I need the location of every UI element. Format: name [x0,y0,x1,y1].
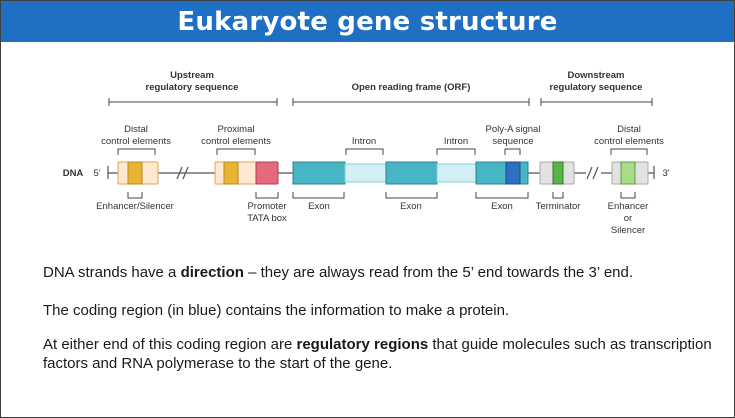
five-prime-label: 5' [93,168,100,179]
distal-left-label-2: control elements [101,136,171,147]
enhancer-silencer-label: Enhancer/Silencer [96,201,174,212]
intron-label-2: Intron [444,136,468,147]
lower-brackets [127,192,636,199]
polya-label-1: Poly-A signal [486,124,541,135]
paragraph-direction: DNA strands have a direction – they are … [43,264,634,281]
open-reading-frame [292,161,529,185]
enhancer-right-label-3: Silencer [611,225,645,236]
intron-label-1: Intron [352,136,376,147]
orf-label: Open reading frame (ORF) [352,82,471,93]
enhancer-right-label-1: Enhancer [608,201,649,212]
three-prime-label: 3' [662,168,669,179]
exon-label-2: Exon [400,201,422,212]
proximal-element-group [214,161,279,185]
paragraph-regulatory: At either end of this coding region are … [43,336,712,372]
title-bar: Eukaryote gene structure [1,1,734,42]
upstream-distal-element [117,161,159,185]
distal-left-label-1: Distal [124,124,148,135]
proximal-label-2: control elements [201,136,271,147]
paragraph-coding-region: The coding region (in blue) contains the… [43,302,510,319]
downstream-label-1: Downstream [567,70,624,81]
gene-structure-diagram: Upstream regulatory sequence Open readin… [63,70,670,236]
distal-right-label-1: Distal [617,124,641,135]
downstream-label-2: regulatory sequence [550,82,643,93]
downstream-distal-element [611,161,649,185]
explanation-text: DNA strands have a direction – they are … [43,263,723,388]
exon-label-3: Exon [491,201,513,212]
dna-label: DNA [63,168,84,179]
polya-label-2: sequence [492,136,533,147]
upper-brackets [117,148,648,155]
slide-title: Eukaryote gene structure [177,6,558,37]
promoter-label: Promoter [247,201,286,212]
exon-label-1: Exon [308,201,330,212]
region-brackets [108,98,653,106]
tata-box-label: TATA box [247,213,287,224]
terminator-element [539,161,575,185]
distal-right-label-2: control elements [594,136,664,147]
terminator-label: Terminator [536,201,581,212]
enhancer-right-label-2: or [624,213,632,224]
upstream-label-2: regulatory sequence [146,82,239,93]
proximal-label-1: Proximal [218,124,255,135]
upstream-label-1: Upstream [170,70,214,81]
